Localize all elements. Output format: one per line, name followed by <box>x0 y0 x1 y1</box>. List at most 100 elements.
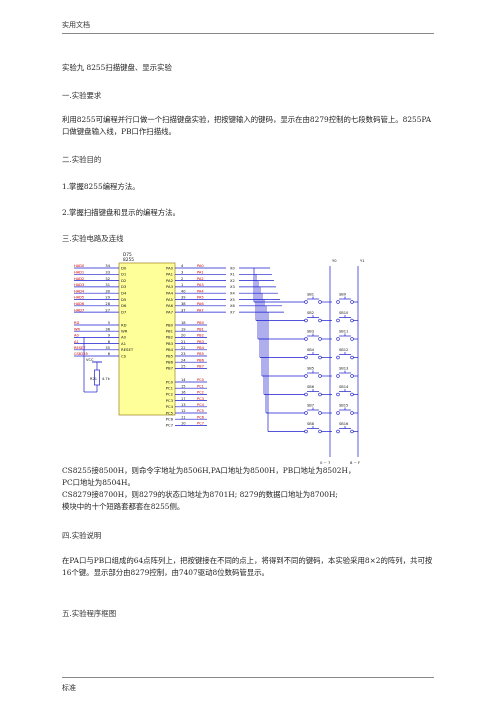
key-label: SB3 <box>307 330 314 334</box>
data-pin-net: HAD0 <box>74 264 85 268</box>
pa-pin-net: PA5 <box>197 296 204 300</box>
pc-pin-name: PC7 <box>166 423 174 428</box>
pc-pin-net: PC3 <box>197 397 204 401</box>
vcc-label: VCC <box>86 358 94 362</box>
requirements-paragraph: 利用8255可编程并行口做一个扫描键盘实验，把按键输入的键码，显示在由8279控… <box>62 115 432 136</box>
pa-pin-name: PA1 <box>166 272 174 277</box>
data-pin-net: HAD6 <box>74 302 85 306</box>
pb-pin-number: 25 <box>181 365 186 369</box>
pb-pin-name: PB0 <box>166 322 174 327</box>
data-pin-name: D6 <box>121 303 127 308</box>
key-contact <box>304 300 308 304</box>
pc-pin-number: 15 <box>181 384 186 388</box>
bottom-label-8-f: 8 ~ F <box>350 460 360 465</box>
pa-row-label: X5 <box>230 298 235 302</box>
key-contact <box>304 429 308 434</box>
key-contact <box>350 429 354 434</box>
pc-pin-name: PC0 <box>166 379 174 384</box>
pa-pin-number: 2 <box>181 277 183 281</box>
key-label: SB16 <box>339 422 349 426</box>
pa-pin-number: 37 <box>181 308 186 312</box>
section-heading-circuit: 三.实验电路及连线 <box>62 234 124 243</box>
pa-pin-net: PA3 <box>197 283 204 287</box>
pc-pin-name: PC4 <box>166 404 174 409</box>
note-line-2: PC口地址为8504H。 <box>62 478 135 487</box>
pb-pin-name: PB4 <box>166 347 174 352</box>
data-pin-number: 27 <box>105 308 110 312</box>
ctrl-pin-number: 8 <box>108 340 111 344</box>
key-contact <box>336 411 340 415</box>
pb-pin-name: PB6 <box>166 360 174 365</box>
key-label: SB7 <box>307 404 314 408</box>
pa-pin-name: PA4 <box>166 291 174 296</box>
pc-pin-net: PC7 <box>197 422 204 426</box>
pc-pin-net: PC5 <box>197 409 204 413</box>
key-label: SB5 <box>307 367 314 371</box>
ctrl-pin-number: 9 <box>108 334 111 338</box>
pa-pin-number: 38 <box>181 302 186 306</box>
data-pin-number: 34 <box>105 264 110 268</box>
key-contact <box>304 337 308 341</box>
pb-pin-number: 22 <box>181 346 186 350</box>
pb-pin-net: PB0 <box>197 321 205 325</box>
pb-pin-number: 23 <box>181 352 186 356</box>
key-label: SB13 <box>339 367 348 371</box>
key-label: SB4 <box>307 348 315 352</box>
key-contact <box>350 355 354 360</box>
key-label: SB10 <box>339 311 349 315</box>
ctrl-pin-number: 35 <box>105 346 110 350</box>
bottom-label-0-7: 0 ~ 7 <box>320 460 331 465</box>
key-contact <box>304 318 308 323</box>
pc-pin-number: 13 <box>181 403 186 407</box>
note-line-3: CS8279接8700H，则8279的状态口地址为8701H; 8279的数据口… <box>62 490 338 499</box>
pa-pin-net: PA7 <box>197 308 204 312</box>
key-label: SB6 <box>307 385 315 389</box>
section-heading-requirements: 一.实验要求 <box>62 91 102 100</box>
note-line-1: CS8255接8500H，则命令字地址为8506H,PA口地址为8500H，PB… <box>62 466 356 475</box>
key-contact <box>304 392 308 397</box>
data-pin-net: HAD2 <box>74 277 84 281</box>
pc-pin-number: 16 <box>181 391 186 395</box>
data-pin-name: D1 <box>121 272 127 277</box>
page-title: 实验九 8255扫描键盘、显示实验 <box>62 63 172 72</box>
pc-pin-name: PC1 <box>166 386 174 391</box>
pb-pin-net: PB2 <box>197 334 204 338</box>
pa-pin-name: PA6 <box>166 303 174 308</box>
pc-pin-number: 10 <box>181 422 186 426</box>
resistor-ref: R21 <box>90 377 97 381</box>
explanation-paragraph: 在PA口与PB口组成的64点阵列上，把按键接在不同的点上，将得到不同的键码，本实… <box>62 556 433 577</box>
data-pin-number: 32 <box>105 277 110 281</box>
pc-pin-net: PC1 <box>197 384 204 388</box>
key-contact <box>336 337 340 341</box>
key-contact <box>350 392 354 397</box>
ctrl-pin-number: 5 <box>108 321 110 325</box>
key-contact <box>350 300 354 304</box>
pb-pin-name: PB3 <box>166 341 174 346</box>
data-pin-name: D3 <box>121 284 127 289</box>
key-contact <box>304 355 308 360</box>
data-pin-name: D2 <box>121 278 127 283</box>
pc-pin-number: 12 <box>181 409 186 413</box>
pb-pin-name: PB2 <box>166 335 174 340</box>
ctrl-pin-name: WR <box>121 329 128 334</box>
column-label-y0: Y0 <box>332 259 337 263</box>
pc-pin-number: 11 <box>181 415 186 419</box>
pb-pin-name: PB1 <box>166 329 174 334</box>
key-contact <box>336 429 340 434</box>
ctrl-pin-net: A0 <box>74 334 79 338</box>
pb-pin-net: PB3 <box>197 340 204 344</box>
pc-pin-net: PC2 <box>197 391 204 395</box>
ctrl-pin-net: WR <box>74 327 81 331</box>
pb-pin-number: 19 <box>181 327 186 331</box>
pb-pin-number: 24 <box>181 358 186 362</box>
resistor-value: 4.7k <box>102 377 111 381</box>
pc-pin-name: PC3 <box>166 398 174 403</box>
section-heading-purpose: 二.实验目的 <box>62 155 102 164</box>
pa-pin-number: 3 <box>181 271 183 275</box>
ctrl-pin-net: RD <box>74 321 79 325</box>
pb-pin-net: PB1 <box>197 327 204 331</box>
pb-pin-number: 21 <box>181 340 186 344</box>
pa-row-label: X0 <box>230 266 235 270</box>
ctrl-pin-net: CS8255 <box>74 352 88 356</box>
note-line-4: 模块中的十个短路套都套在8255侧。 <box>62 502 185 511</box>
